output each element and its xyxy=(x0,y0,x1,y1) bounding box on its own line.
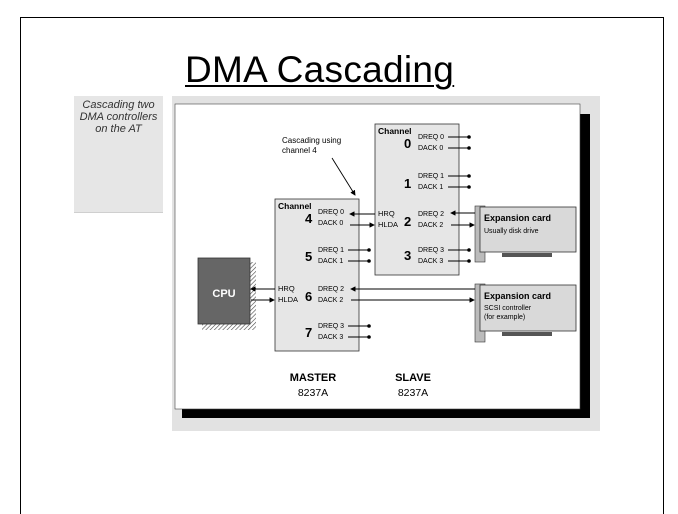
slave-stub-lines xyxy=(448,136,468,262)
side-note: Cascading two DMA controllers on the AT xyxy=(74,96,163,213)
master-dack-label: DACK 2 xyxy=(318,297,343,304)
cpu-label: CPU xyxy=(212,288,235,300)
master-part: 8237A xyxy=(298,387,328,399)
master-dack-label: DACK 3 xyxy=(318,334,343,341)
master-dreq-label: DREQ 0 xyxy=(318,209,344,216)
slave-name: SLAVE xyxy=(395,372,431,384)
expansion-card-2 xyxy=(479,284,577,332)
master-channel-number: 7 xyxy=(305,325,312,340)
card-title: Expansion card xyxy=(484,213,551,223)
slave-channel-number: 3 xyxy=(404,248,411,263)
slave-dreq-label: DREQ 0 xyxy=(418,134,444,141)
dma-diagram: Cascading using channel 4 Channel 0 DREQ… xyxy=(172,96,600,436)
slave-chip xyxy=(374,123,460,276)
slave-channel-number: 1 xyxy=(404,176,411,191)
master-name: MASTER xyxy=(290,372,337,384)
master-channel-number: 4 xyxy=(305,211,313,226)
master-stub-dots xyxy=(367,248,371,339)
master-hlda-label: HLDA xyxy=(278,295,298,304)
master-stub-lines xyxy=(348,249,368,338)
master-dreq-label: DREQ 1 xyxy=(318,247,344,254)
master-dreq-label: DREQ 2 xyxy=(318,286,344,293)
master-hrq-label: HRQ xyxy=(278,284,295,293)
dma-diagram-svg: Cascading using channel 4 Channel 0 DREQ… xyxy=(172,96,600,431)
card-title: Expansion card xyxy=(484,291,551,301)
slave-dreq-label: DREQ 3 xyxy=(418,247,444,254)
annotation-line: channel 4 xyxy=(282,146,317,155)
master-chip xyxy=(274,198,360,352)
cpu-chip xyxy=(197,257,251,325)
slave-dack-label: DACK 3 xyxy=(418,258,443,265)
annotation-arrow xyxy=(331,157,356,196)
side-note-text: Cascading two DMA controllers on the AT xyxy=(74,96,163,135)
master-dack-label: DACK 1 xyxy=(318,258,343,265)
slave-dreq-label: DREQ 1 xyxy=(418,173,444,180)
card-line: SCSI controller xyxy=(484,305,532,312)
slave-dreq-label: DREQ 2 xyxy=(418,211,444,218)
slave-hrq-label: HRQ xyxy=(378,209,395,218)
annotation-line: Cascading using xyxy=(282,136,341,145)
card-line: Usually disk drive xyxy=(484,228,539,235)
master-dreq-label: DREQ 3 xyxy=(318,323,344,330)
slave-channel-number: 2 xyxy=(404,214,411,229)
card-edge-connector xyxy=(502,253,552,257)
master-channel-number: 5 xyxy=(305,249,312,264)
slave-dack-label: DACK 1 xyxy=(418,184,443,191)
master-dack-label: DACK 0 xyxy=(318,220,343,227)
slave-part: 8237A xyxy=(398,387,428,399)
side-note-line: on the AT xyxy=(95,123,142,135)
slave-hlda-label: HLDA xyxy=(378,220,398,229)
slave-dack-label: DACK 0 xyxy=(418,145,443,152)
slave-channel-number: 0 xyxy=(404,136,411,151)
expansion-card-1 xyxy=(479,206,577,253)
slave-dack-label: DACK 2 xyxy=(418,222,443,229)
card-edge-connector xyxy=(502,332,552,336)
side-note-line: DMA controllers xyxy=(79,111,158,123)
slave-channel-header: Channel xyxy=(378,126,412,136)
card-line: (for example) xyxy=(484,314,525,321)
side-note-line: Cascading two xyxy=(82,99,155,111)
master-channel-number: 6 xyxy=(305,289,312,304)
slide-title: DMA Cascading xyxy=(185,49,455,90)
master-channel-header: Channel xyxy=(278,201,312,211)
slave-stub-dots xyxy=(467,135,471,263)
